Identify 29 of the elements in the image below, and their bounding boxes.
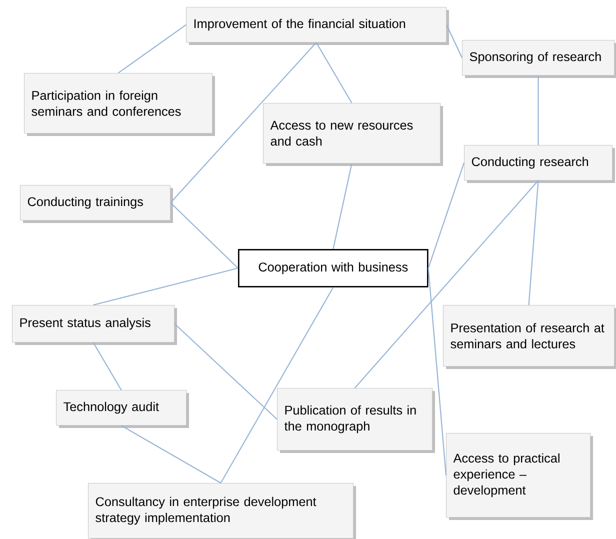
topic-box: Participation in foreign seminars and conferences <box>24 73 215 136</box>
connector-line <box>118 24 186 74</box>
connector-line <box>316 42 352 104</box>
central-box: Cooperation with business <box>238 249 428 288</box>
topic-box: Sponsoring of research <box>462 40 616 78</box>
topic-box: Publication of results in the monograph <box>277 388 435 453</box>
connector-line <box>174 323 278 420</box>
connector-line <box>220 287 334 484</box>
connector-line <box>170 202 238 269</box>
topic-box: Access to new resources and cash <box>263 103 443 166</box>
topic-box: Access to practical experience – development <box>446 433 593 520</box>
connector-line <box>92 342 122 390</box>
connector-line <box>121 425 222 484</box>
connector-line <box>528 180 539 306</box>
topic-box: Presentation of research at seminars and lectures <box>443 305 616 369</box>
topic-box: Present status analysis <box>12 305 177 345</box>
connector-line <box>428 268 447 476</box>
topic-box: Improvement of the financial situation <box>186 7 449 45</box>
connector-line <box>538 76 539 145</box>
connector-line <box>93 268 238 306</box>
topic-box: Technology audit <box>56 390 189 428</box>
connector-line <box>354 180 539 388</box>
connector-line <box>446 24 462 58</box>
topic-box: Conducting research <box>464 145 615 183</box>
topic-box: Conducting trainings <box>20 185 173 223</box>
connector-line <box>332 163 352 250</box>
connector-line <box>170 42 317 204</box>
connector-line <box>428 162 464 268</box>
topic-box: Consultancy in enterprise development strategy implementation <box>88 483 356 539</box>
